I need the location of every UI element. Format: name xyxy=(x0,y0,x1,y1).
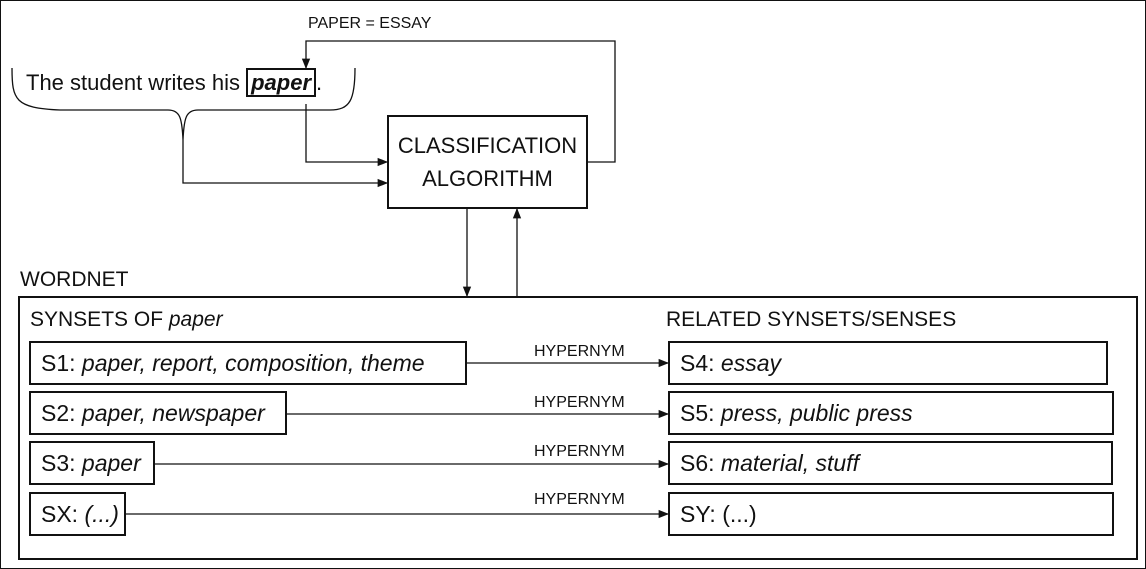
synset-id: S1: xyxy=(41,349,76,376)
wordnet-label: WORDNET xyxy=(20,268,129,291)
feedback-arrow xyxy=(301,40,616,163)
context-to-algorithm-arrow xyxy=(182,140,389,188)
synset-words: (...) xyxy=(84,500,119,527)
synset-box-s2: S2: paper, newspaper xyxy=(29,391,287,435)
synset-words: paper, report, composition, theme xyxy=(81,349,425,376)
word-to-algorithm-arrow xyxy=(305,104,389,167)
related-box-s6: S6: material, stuff xyxy=(668,441,1113,485)
synset-words: paper xyxy=(81,449,141,476)
hypernym-label-1: HYPERNYM xyxy=(534,343,625,360)
sentence-brace xyxy=(11,67,356,141)
related-box-s5: S5: press, public press xyxy=(668,391,1114,435)
related-words: (...) xyxy=(722,500,757,527)
left-header: SYNSETS OF paper xyxy=(30,308,223,332)
target-word: paper xyxy=(246,68,317,97)
related-words: essay xyxy=(720,349,782,376)
classification-algorithm-box: CLASSIFICATION ALGORITHM xyxy=(387,115,588,209)
hypernym-label-3: HYPERNYM xyxy=(534,443,625,460)
left-header-word: paper xyxy=(168,308,223,331)
feedback-label: PAPER = ESSAY xyxy=(308,15,432,32)
algorithm-line-1: CLASSIFICATION xyxy=(397,133,578,158)
synset-box-s1: S1: paper, report, composition, theme xyxy=(29,341,467,385)
related-id: S4: xyxy=(680,349,715,376)
synset-id: S2: xyxy=(41,399,76,426)
sentence-after: . xyxy=(316,70,323,95)
related-words: material, stuff xyxy=(720,449,859,476)
related-box-sy: SY: (...) xyxy=(668,492,1114,536)
synset-id: SX: xyxy=(41,500,79,527)
related-id: S6: xyxy=(680,449,715,476)
synset-box-s3: S3: paper xyxy=(29,441,155,485)
right-header: RELATED SYNSETS/SENSES xyxy=(666,308,957,331)
sentence-before: The student writes his xyxy=(26,70,247,95)
related-id: S5: xyxy=(680,399,715,426)
synset-box-sx: SX: (...) xyxy=(29,492,126,536)
synset-words: paper, newspaper xyxy=(81,399,265,426)
related-box-s4: S4: essay xyxy=(668,341,1108,385)
left-header-prefix: SYNSETS OF xyxy=(30,308,169,331)
algorithm-line-2: ALGORITHM xyxy=(422,166,553,191)
related-id: SY: xyxy=(680,500,716,527)
synset-id: S3: xyxy=(41,449,76,476)
hypernym-label-2: HYPERNYM xyxy=(534,394,625,411)
input-sentence: The student writes his paper. xyxy=(26,68,323,97)
hypernym-label-4: HYPERNYM xyxy=(534,491,625,508)
wordnet-box xyxy=(18,296,1138,560)
related-words: press, public press xyxy=(720,399,913,426)
